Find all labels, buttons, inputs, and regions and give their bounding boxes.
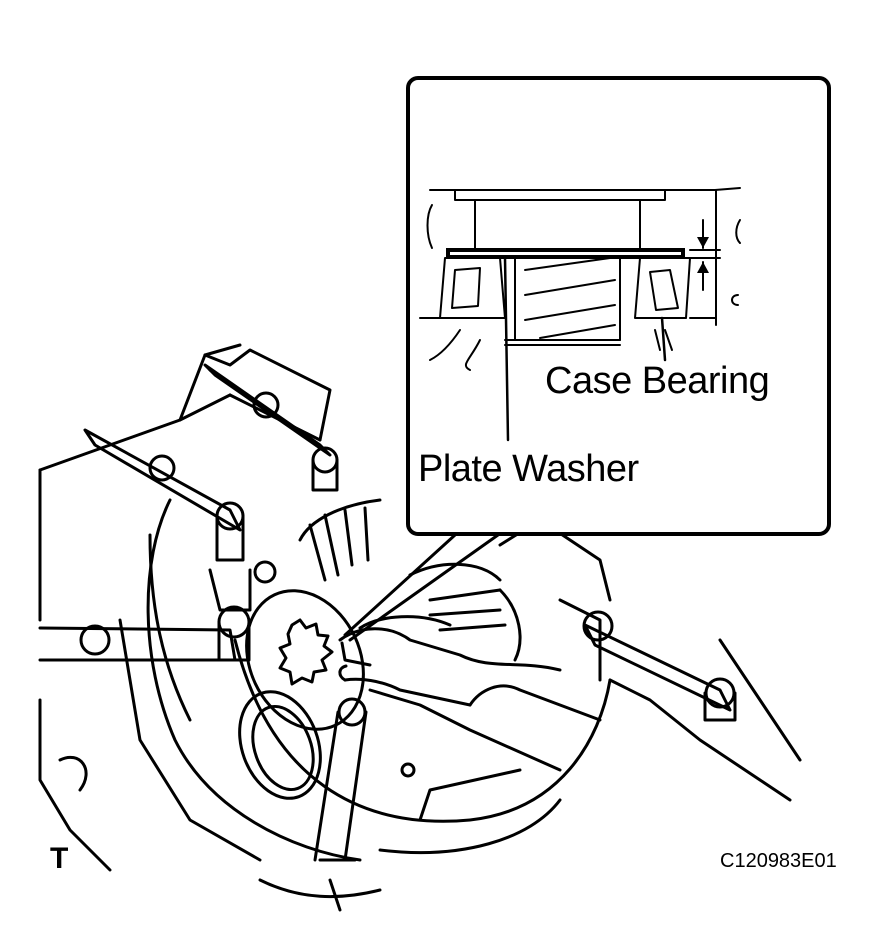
holding-strap-upper bbox=[203, 363, 339, 492]
holding-strap-lower bbox=[38, 560, 277, 662]
case-bearing-label: Case Bearing bbox=[545, 360, 770, 402]
plate-washer-detail bbox=[446, 248, 685, 259]
detail-callout bbox=[406, 76, 831, 536]
hand-icon bbox=[338, 615, 602, 772]
callout-leader bbox=[343, 528, 507, 642]
ring-gear bbox=[298, 498, 522, 662]
plate-washer-label: Plate Washer bbox=[418, 448, 639, 490]
bearing-cap-block bbox=[178, 343, 332, 442]
view-marker: T bbox=[50, 842, 69, 875]
holding-strap-bottom bbox=[313, 697, 368, 862]
holding-strap-right bbox=[582, 610, 737, 722]
holding-strap-left bbox=[83, 428, 245, 562]
figure-code: C120983E01 bbox=[720, 850, 837, 872]
side-bearing-bore bbox=[238, 690, 322, 800]
